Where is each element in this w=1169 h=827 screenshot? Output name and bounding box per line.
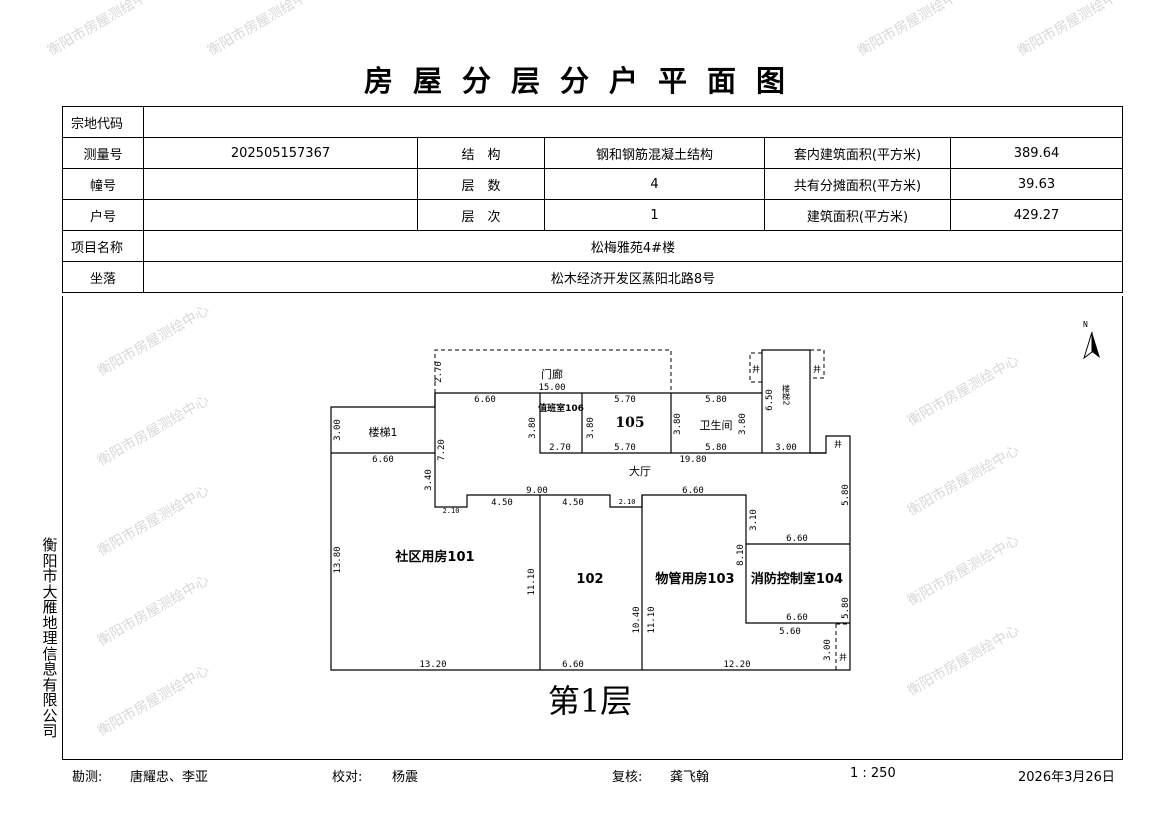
structure-value: 钢和钢筋混凝土结构 bbox=[544, 137, 765, 169]
dim-label: 13.20 bbox=[419, 660, 446, 670]
dim-label: 5.80 bbox=[841, 484, 851, 506]
north-label: N bbox=[1083, 320, 1088, 329]
dim-label: 3.80 bbox=[528, 417, 538, 439]
room-label-stair1: 楼梯1 bbox=[369, 425, 398, 439]
shaft-label: 井 bbox=[752, 364, 760, 374]
location-value: 松木经济开发区蒸阳北路8号 bbox=[143, 261, 1123, 293]
dim-label: 3.00 bbox=[823, 639, 833, 661]
dim-label: 5.70 bbox=[614, 443, 636, 453]
dim-label: 6.60 bbox=[562, 660, 584, 670]
hall-notch-wall bbox=[434, 393, 850, 624]
dim-label: 12.20 bbox=[723, 660, 750, 670]
company-name: 衡阳市大雁地理信息有限公司 bbox=[42, 536, 58, 740]
dim-label: 5.80 bbox=[841, 597, 851, 619]
room-label-101: 社区用房101 bbox=[394, 549, 474, 565]
dim-label: 6.60 bbox=[372, 455, 394, 465]
inner-area-value: 389.64 bbox=[950, 137, 1123, 169]
dim-label: 11.10 bbox=[527, 568, 537, 595]
room-label-toilet: 卫生间 bbox=[700, 418, 733, 432]
plan-frame bbox=[62, 296, 1123, 760]
project-label: 项目名称 bbox=[62, 230, 144, 262]
dim-label: 5.60 bbox=[779, 627, 801, 637]
dim-label: 3.80 bbox=[586, 417, 596, 439]
north-arrow-icon bbox=[1092, 332, 1100, 358]
floor-title: 第1层 bbox=[548, 682, 632, 720]
dim-label: 3.80 bbox=[738, 413, 748, 435]
zongdi-label: 宗地代码 bbox=[62, 106, 144, 138]
dim-label: 4.50 bbox=[562, 498, 584, 508]
dim-label: 11.10 bbox=[647, 606, 657, 633]
dim-label: 2.70 bbox=[549, 443, 571, 453]
room-label-hall: 大厅 bbox=[629, 464, 651, 478]
checker-value: 杨震 bbox=[392, 770, 419, 785]
room-dividers bbox=[539, 393, 826, 670]
room-label-102: 102 bbox=[576, 572, 603, 587]
unit-no-value bbox=[143, 199, 418, 231]
surveyor-value: 唐耀忠、李亚 bbox=[130, 770, 209, 785]
room-label-104: 消防控制室104 bbox=[751, 571, 843, 587]
room-label-stair2: 楼梯2 bbox=[782, 383, 791, 405]
location-label: 坐落 bbox=[62, 261, 144, 293]
shaft-label: 井 bbox=[839, 652, 847, 662]
dim-label: 6.60 bbox=[682, 486, 704, 496]
dim-label: 7.20 bbox=[437, 439, 447, 461]
dim-label: 15.00 bbox=[538, 383, 565, 393]
dim-label: 6.50 bbox=[765, 389, 775, 411]
page-title: 房屋分层分户平面图 bbox=[363, 64, 805, 98]
dim-label: 3.00 bbox=[333, 419, 343, 441]
reviewer-label: 复核: bbox=[612, 770, 643, 785]
dim-label: 5.80 bbox=[705, 395, 727, 405]
dim-label: 6.60 bbox=[786, 534, 808, 544]
reviewer-value: 龚飞翰 bbox=[670, 770, 710, 785]
dim-label: 5.70 bbox=[614, 395, 636, 405]
dim-label: 6.60 bbox=[474, 395, 496, 405]
dim-label: 2.10 bbox=[619, 498, 636, 506]
shaft-outline bbox=[810, 349, 825, 379]
dim-label: 2.70 bbox=[434, 361, 444, 383]
room-label-106: 值班室106 bbox=[538, 402, 584, 414]
dim-label: 8.10 bbox=[736, 544, 746, 566]
total-area-value: 429.27 bbox=[950, 199, 1123, 231]
dim-label: 9.00 bbox=[526, 486, 548, 496]
room-label-103: 物管用房103 bbox=[655, 571, 734, 587]
date: 2026年3月26日 bbox=[1018, 770, 1115, 785]
dim-label: 19.80 bbox=[679, 455, 706, 465]
shaft-label: 井 bbox=[813, 364, 821, 374]
porch-outline bbox=[434, 349, 672, 393]
floors-value: 4 bbox=[544, 168, 765, 200]
room-label-porch: 门廊 bbox=[541, 367, 563, 381]
dim-label: 5.80 bbox=[705, 443, 727, 453]
checker-label: 校对: bbox=[332, 770, 363, 785]
dim-label: 10.40 bbox=[632, 606, 642, 633]
dim-label: 3.00 bbox=[775, 443, 797, 453]
dim-label: 3.80 bbox=[673, 413, 683, 435]
building-no-label: 幢号 bbox=[62, 168, 144, 200]
dim-label: 3.40 bbox=[424, 469, 434, 491]
shaft-outline bbox=[835, 623, 850, 670]
floor-value: 1 bbox=[544, 199, 765, 231]
dim-label: 6.60 bbox=[786, 613, 808, 623]
total-area-label: 建筑面积(平方米) bbox=[764, 199, 951, 231]
shaft-label: 井 bbox=[834, 439, 842, 449]
dim-label: 4.50 bbox=[491, 498, 513, 508]
dim-label: 3.10 bbox=[749, 509, 759, 531]
room-label-105: 105 bbox=[615, 415, 644, 431]
dim-label: 13.80 bbox=[333, 546, 343, 573]
surveyor-label: 勘测: bbox=[72, 770, 103, 785]
dim-label: 2.10 bbox=[443, 507, 460, 515]
scale: 1 : 250 bbox=[850, 766, 896, 781]
project-value: 松梅雅苑4#楼 bbox=[143, 230, 1123, 262]
